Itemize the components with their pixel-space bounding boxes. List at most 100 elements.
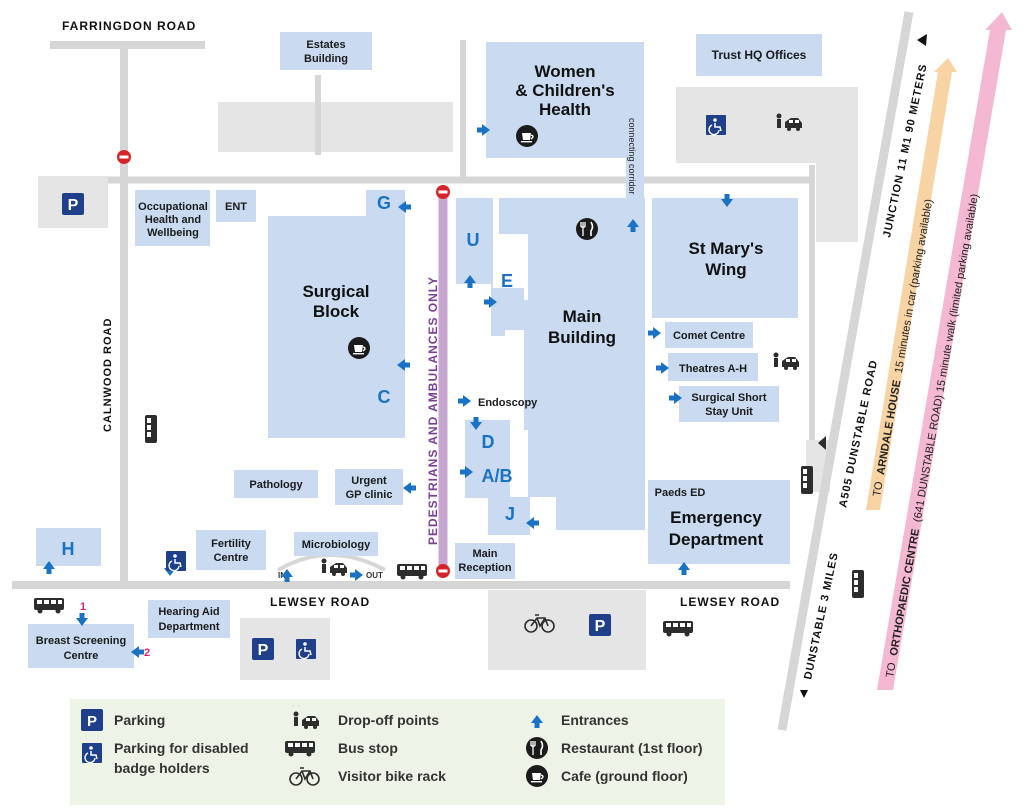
endoscopy-label: Endoscopy [478,397,538,409]
pathology-building[interactable] [234,470,318,498]
breast-entrance-1-label: 1 [80,601,86,613]
legend-dropoff: Drop-off points [293,711,439,729]
sssu-label-1: Surgical Short [691,392,767,404]
legend-entrances: Entrances [531,712,629,728]
hearing-label-1: Hearing Aid [158,606,219,618]
paeds-label: Paeds ED [655,487,706,499]
entrance-arrow-icon[interactable] [656,362,669,374]
occ-label-2: Health and [145,214,201,226]
surgical-block[interactable] [268,190,405,438]
legend-parking-text: Parking [114,712,165,728]
main-building[interactable] [499,198,645,530]
legend-restaurant: Restaurant (1st floor) [525,736,703,760]
occupational-health-building[interactable] [135,190,210,246]
connecting-corridor [626,140,644,200]
trust-hq-building[interactable] [696,34,822,76]
emergency-label-2: Department [669,530,764,549]
road-arrow-icon [818,436,826,450]
surgical-short-stay-unit[interactable] [679,386,779,422]
zone-h-building[interactable] [36,528,101,566]
legend-parking-letter: P [87,713,97,730]
zone-c-label: C [378,387,391,407]
ent-label: ENT [225,201,247,213]
main-reception-label-2: Reception [458,562,511,574]
theatres-label: Theatres A-H [679,363,747,375]
parking-letter: P [595,618,606,635]
arndale-arrow [866,58,957,510]
bus-stop-icon[interactable] [145,415,157,443]
car-park-area [488,590,646,670]
microbiology-label: Microbiology [302,539,371,551]
bus-stop-icon[interactable] [34,598,64,614]
estates-label-2: Building [304,53,348,65]
orthopaedic-label: TO ORTHOPAEDIC CENTRE (641 DUNSTABLE ROA… [884,193,981,679]
surgical-label-1: Surgical [302,282,369,301]
emergency-department-building[interactable] [648,480,790,564]
zone-j-label: J [505,504,515,524]
legend-dropoff-text: Drop-off points [338,712,439,728]
bus-stop-icon[interactable] [663,621,693,637]
hearing-label-2: Department [158,621,219,633]
breast-entrance-2-label: 2 [144,647,150,659]
bus-stop-icon[interactable] [397,564,427,580]
trust-hq-label: Trust HQ Offices [712,48,807,62]
breast-screening-building[interactable] [28,624,134,668]
urgent-label-2: GP clinic [346,489,393,501]
cafe-icon[interactable] [515,124,539,148]
calnwood-road-label: CALNWOOD ROAD [102,318,114,432]
farringdon-road-label: FARRINGDON ROAD [62,19,196,33]
fertility-label-1: Fertility [211,538,252,550]
parking-icon[interactable]: P [62,193,84,215]
comet-label: Comet Centre [673,330,745,342]
estates-building[interactable] [280,32,372,70]
ent-building[interactable] [216,190,256,222]
entrance-arrow-icon[interactable] [403,482,416,494]
theatres-building[interactable] [668,353,758,381]
arndale-name: ARNDALE HOUSE [875,379,903,476]
service-yard-area [218,102,453,152]
drop-off-icon[interactable] [773,352,800,371]
restaurant-icon[interactable] [575,217,599,241]
zone-d-ab-building[interactable] [465,420,510,498]
cafe-icon[interactable] [347,336,371,360]
disabled-parking-icon[interactable] [165,550,187,572]
sssu-label-2: Stay Unit [705,406,753,418]
disabled-parking-icon[interactable] [705,114,727,136]
fertility-centre-building[interactable] [196,530,266,570]
parking-icon[interactable]: P [589,614,611,636]
entrance-arrow-icon[interactable] [648,327,661,339]
disabled-parking-icon[interactable] [295,638,317,660]
st-marys-wing[interactable] [652,198,798,318]
occ-label-1: Occupational [138,201,208,213]
south-arrow-icon [800,690,808,698]
drop-off-icon[interactable] [321,558,348,577]
no-entry-icon [436,185,450,199]
women-label-2: & Children's [515,81,614,100]
legend-disabled-text-1: Parking for disabled [114,740,249,756]
comet-centre[interactable] [665,322,753,348]
fertility-label-2: Centre [214,552,249,564]
legend-bike-text: Visitor bike rack [338,768,446,784]
estates-label-1: Estates [306,39,345,51]
entrance-arrow-icon [350,569,363,581]
zone-ab-label: A/B [482,466,513,486]
parking-icon[interactable]: P [252,638,274,660]
entrance-arrow-icon[interactable] [458,395,471,407]
main-reception-building[interactable] [455,543,515,579]
car-park-area [676,87,858,163]
zone-u-label: U [467,230,480,250]
women-label-3: Health [539,100,591,119]
legend-restaurant-text: Restaurant (1st floor) [561,740,703,756]
occ-label-3: Wellbeing [147,227,199,239]
legend-bus: Bus stop [285,740,398,757]
bus-stop-icon[interactable] [852,570,864,598]
zone-j-building[interactable] [488,497,530,535]
hearing-aid-building[interactable] [148,600,230,638]
emergency-label-1: Emergency [670,508,762,527]
urgent-gp-clinic-building[interactable] [335,469,403,505]
women-childrens-building[interactable] [486,42,644,158]
bus-stop-icon[interactable] [801,466,813,494]
main-reception-label-1: Main [472,548,497,560]
parking-letter: P [258,642,269,659]
microbiology-building[interactable] [294,532,378,556]
